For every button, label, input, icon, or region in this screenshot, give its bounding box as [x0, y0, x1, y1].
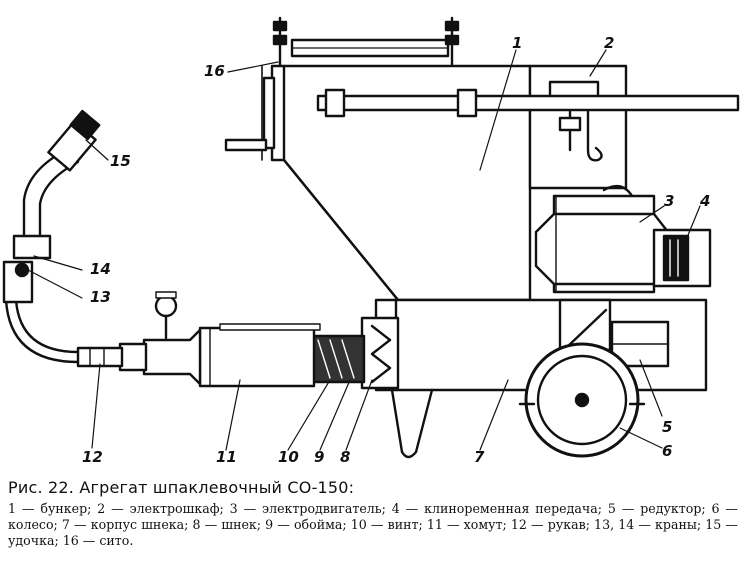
callout-13: 13: [90, 288, 111, 306]
auger: [360, 316, 400, 390]
callout-9: 9: [314, 448, 324, 466]
callout-2: 2: [604, 34, 614, 52]
screw: [198, 323, 321, 388]
clamp: [76, 291, 202, 386]
caption-legend: 1 — бункер; 2 — электрошкаф; 3 — электро…: [8, 501, 738, 548]
wheel: [518, 342, 646, 458]
valves: [2, 234, 52, 304]
callout-3: 3: [664, 192, 674, 210]
electric-motor: [534, 184, 670, 294]
gearbox: [610, 320, 670, 368]
callout-12: 12: [82, 448, 103, 466]
leader-lines: [27, 49, 701, 451]
cage: [310, 334, 366, 384]
v-belt-drive: [652, 228, 712, 288]
sieve: [272, 16, 460, 72]
hopper: [224, 64, 532, 302]
callout-14: 14: [90, 260, 111, 278]
figure-caption: Рис. 22. Агрегат шпаклевочный СО-150: 1 …: [8, 478, 738, 549]
callout-16: 16: [204, 62, 225, 80]
callout-4: 4: [699, 192, 710, 210]
callout-11: 11: [216, 448, 237, 466]
callout-labels: 1 2 3 4 5 6 7 8 9 10 11 12 13 14 15 16: [82, 34, 710, 466]
callout-10: 10: [278, 448, 299, 466]
callout-5: 5: [662, 418, 672, 436]
callout-1: 1: [512, 34, 522, 52]
support-leg: [390, 388, 434, 459]
callout-15: 15: [110, 152, 131, 170]
caption-title: Рис. 22. Агрегат шпаклевочный СО-150:: [8, 478, 355, 497]
callout-7: 7: [474, 448, 485, 466]
nozzle-rod: [22, 109, 101, 238]
machine-diagram: 1 2 3 4 5 6 7 8 9 10 11 12 13 14 15 16: [2, 16, 740, 466]
hose: [4, 298, 80, 364]
electrical-cabinet: [528, 64, 628, 190]
callout-6: 6: [662, 442, 672, 460]
callout-8: 8: [340, 448, 350, 466]
agitator-shaft: [316, 88, 740, 118]
